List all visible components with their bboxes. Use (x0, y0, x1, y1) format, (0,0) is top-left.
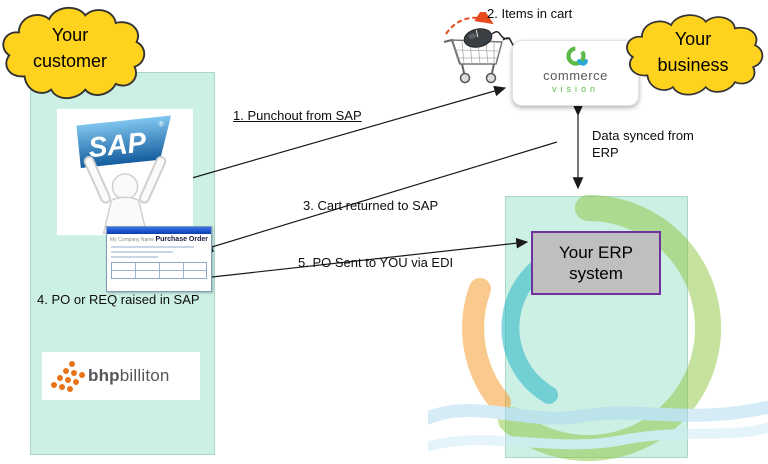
po-items-table (111, 262, 207, 279)
add-to-cart-arc-icon (445, 12, 494, 35)
bhp-word-light: billiton (119, 366, 170, 385)
commerce-wordmark: commerce (543, 68, 608, 83)
erp-system-label: Your ERP system (558, 242, 634, 283)
customer-cloud (2, 7, 146, 100)
step5-po-sent-label: 5. PO Sent to YOU via EDI (298, 255, 454, 270)
commerce-vision-logo: commerce vision (512, 40, 639, 106)
po-company-label: My Company Name (110, 237, 155, 243)
computer-mouse-icon (463, 28, 493, 48)
bhp-billiton-logo: bhpbilliton (42, 352, 200, 400)
mouse-cord-icon (491, 31, 511, 40)
step1-punchout-label: 1. Punchout from SAP (233, 108, 362, 123)
purchase-order-window: My Company Name Purchase Order (106, 226, 212, 292)
sap-figure-image: SAP ® (57, 108, 193, 236)
customer-cloud-label: Your customer (32, 25, 108, 72)
bhp-dots-icon (51, 361, 85, 392)
erp-system-box: Your ERP system (531, 231, 661, 295)
data-synced-label: Data synced from ERP (592, 128, 694, 160)
sap-registered-mark: ® (158, 119, 165, 129)
sap-logo-sign: SAP ® (76, 115, 172, 169)
po-title-label: Purchase Order (155, 236, 208, 243)
sap-logo-text: SAP (87, 125, 148, 163)
business-cloud (626, 14, 764, 96)
business-cloud-label: Your business (657, 29, 729, 76)
figure-person (83, 155, 167, 234)
step2-items-in-cart-label: 2. Items in cart (487, 6, 573, 21)
arrow-cart-returned (200, 141, 558, 253)
po-text-line (111, 246, 195, 248)
bhp-wordmark: bhpbilliton (88, 366, 170, 386)
step4-po-raised-label: 4. PO or REQ raised in SAP (37, 292, 200, 307)
po-window-titlebar (107, 227, 211, 234)
shopping-cart-icon (443, 12, 511, 84)
po-text-line (111, 256, 158, 258)
commerce-vision-swirl-icon (565, 46, 588, 66)
bhp-word-bold: bhp (88, 366, 120, 385)
step3-cart-returned-label: 3. Cart returned to SAP (303, 198, 439, 213)
po-text-line (111, 251, 174, 253)
vision-wordmark: vision (551, 84, 599, 95)
arrow-punchout (191, 85, 507, 179)
